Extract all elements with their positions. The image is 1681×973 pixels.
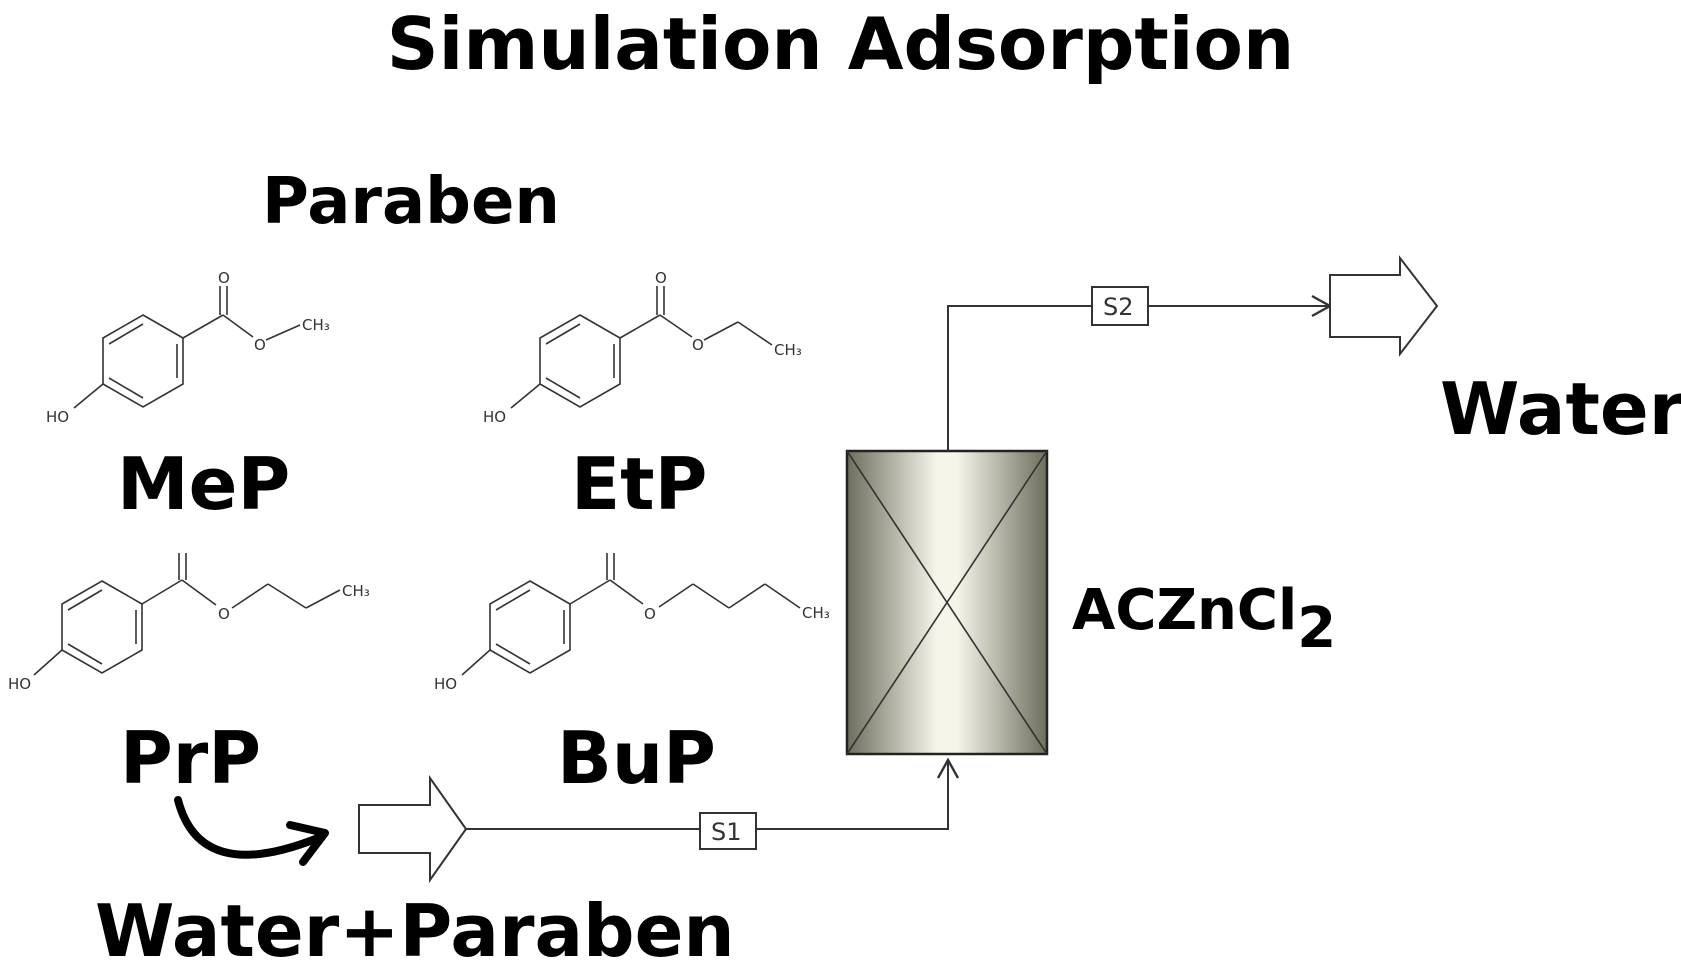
ester-bond [659,314,693,338]
butyl-bond [728,583,766,609]
atom-label-ch3: CH₃ [302,316,330,334]
atom-label-o: O [218,605,230,623]
hydroxyl-bond [73,383,104,409]
page-title: Simulation Adsorption [386,2,1295,86]
ring-double-bond [545,377,581,399]
atom-label-ch3: CH₃ [774,341,802,359]
stream-tag-s1: S1 [711,818,742,846]
hydroxyl-bond [33,649,63,676]
ring-double-bond [67,643,103,665]
propyl-bond [267,583,307,609]
atom-label-ho: HO [483,408,506,426]
adsorbent-label: ACZnCl2 [1072,583,1336,657]
molecule-mep [73,286,301,409]
s1-arrowhead [936,757,960,779]
ester-bond [265,324,301,341]
paraben-heading: Paraben [262,165,560,239]
hydroxyl-bond [510,383,541,409]
stream-line-s2 [947,305,1092,451]
molecule-label-bup: BuP [557,716,716,800]
atom-label-ho: HO [8,675,31,693]
outlet-label: Water [1440,367,1681,451]
ring-double-bond [108,377,144,399]
atom-label-ho: HO [46,408,69,426]
ester-bond [181,579,217,606]
atom-label-ch3: CH₃ [342,582,370,600]
carbonyl-carbon-bond [619,314,661,339]
ring-double-bond [108,323,144,345]
ethyl-bond [703,321,739,341]
carbonyl-carbon-bond [141,579,183,605]
inlet-label: Water+Paraben [95,889,735,973]
curved-arrow-head [286,821,329,866]
column-cross-line [846,450,1048,755]
atom-label-ch3: CH₃ [802,604,830,622]
ring-double-bond [545,323,581,345]
ester-bond [609,579,644,605]
stream-line-s1-to-column [756,762,949,830]
ethyl-bond [737,321,773,346]
propyl-bond [305,589,341,609]
stream-tag-s2: S2 [1103,293,1134,321]
benzene-ring-etp [539,314,621,408]
benzene-ring-prp [61,580,143,674]
ring-double-bond [67,589,103,611]
molecule-label-mep: MeP [117,442,291,526]
atom-label-ho: HO [434,675,457,693]
ring-double-bond [495,589,531,611]
propyl-bond [231,583,269,609]
molecule-prp [33,553,341,676]
curved-arrow [174,796,322,859]
adsorbent-label-main: ACZnCl [1072,578,1298,643]
carbonyl-carbon-bond [182,314,224,339]
atom-label-o: O [218,269,230,287]
atom-label-o: O [692,336,704,354]
stream-tag-s1-box [699,812,757,850]
molecule-bup [461,553,801,676]
benzene-ring-mep [102,314,184,408]
feed-block-arrow [358,774,468,884]
atom-label-o: O [655,269,667,287]
butyl-bond [658,583,694,608]
atom-label-o: O [644,605,656,623]
butyl-bond [692,583,730,609]
benzene-ring-bup [489,580,571,674]
ester-bond [222,314,254,338]
ring-double-bond [495,643,531,665]
molecule-label-etp: EtP [571,442,708,526]
adsorbent-label-subscript: 2 [1297,596,1337,661]
atom-label-o: O [254,336,266,354]
hydroxyl-bond [461,649,491,676]
molecule-label-prp: PrP [120,716,262,800]
butyl-bond [764,583,801,609]
carbonyl-carbon-bond [569,579,611,605]
molecule-etp [510,286,773,409]
product-block-arrow [1329,255,1439,357]
